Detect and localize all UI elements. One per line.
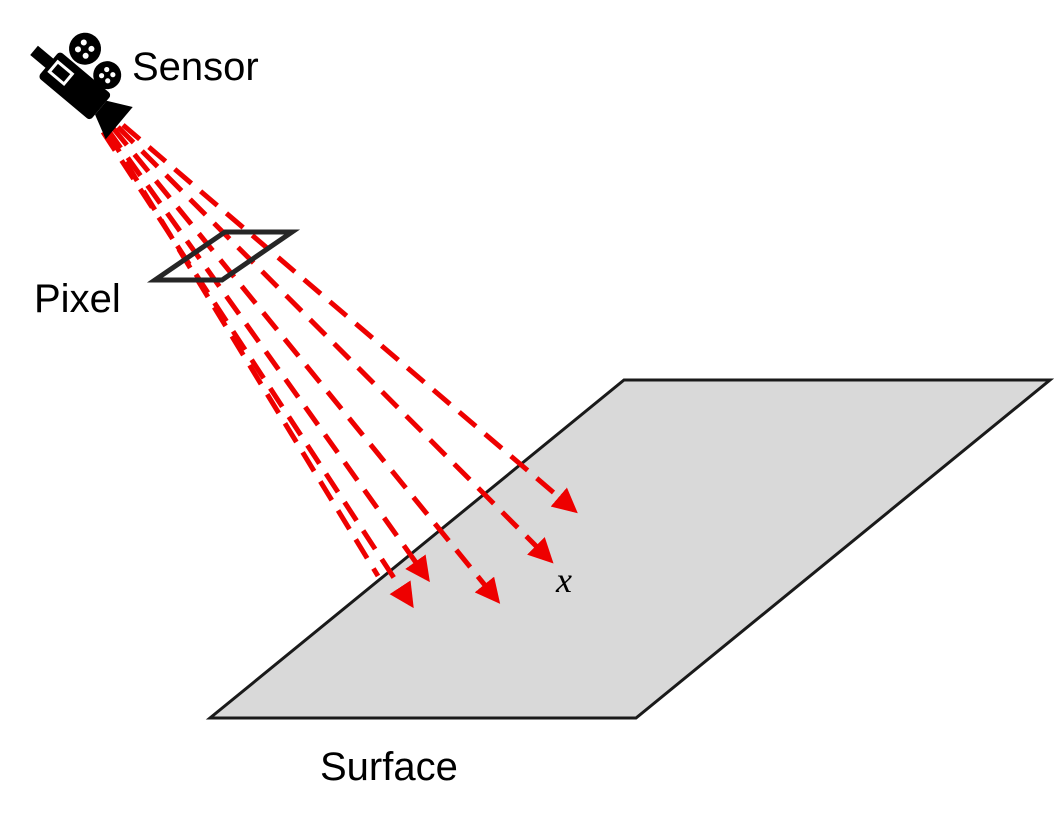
ray-3	[111, 126, 501, 604]
pixel-label: Pixel	[34, 277, 121, 321]
sensor-label: Sensor	[132, 45, 259, 89]
pixel-square	[146, 229, 301, 283]
ray-5	[121, 123, 578, 514]
ray-group	[100, 123, 578, 609]
ray-1	[100, 130, 414, 609]
ray-6	[105, 131, 381, 578]
point-label: x	[555, 560, 572, 600]
ray-2	[105, 128, 430, 583]
movie-camera-icon	[30, 32, 133, 140]
ray-4	[116, 125, 554, 564]
surface-label: Surface	[320, 745, 458, 789]
surface-plane	[205, 378, 1054, 720]
